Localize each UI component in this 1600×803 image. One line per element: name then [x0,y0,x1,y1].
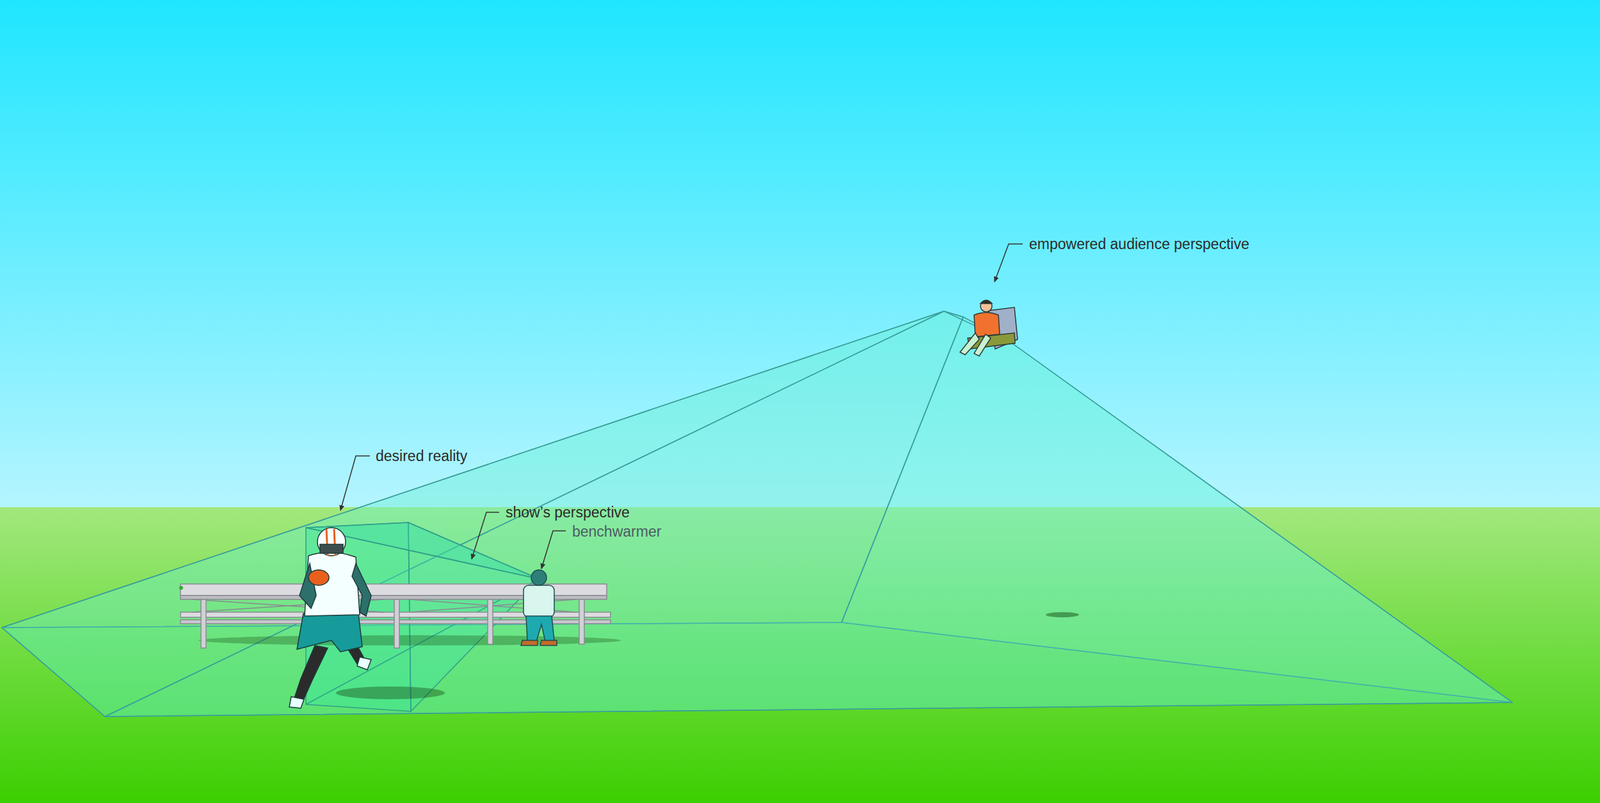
callout-label: empowered audience perspective [1029,235,1250,253]
callout-label: show’s perspective [505,503,630,521]
perspective-pyramid [1,311,1513,717]
leader-lines [340,243,1023,569]
shadow [1045,611,1080,617]
bench [179,583,621,648]
benchwarmer-figure [520,569,557,646]
football-player [289,527,445,708]
callout-label: benchwarmer [572,522,662,540]
audience-figure [960,300,1018,356]
callout-label: desired reality [375,447,468,464]
